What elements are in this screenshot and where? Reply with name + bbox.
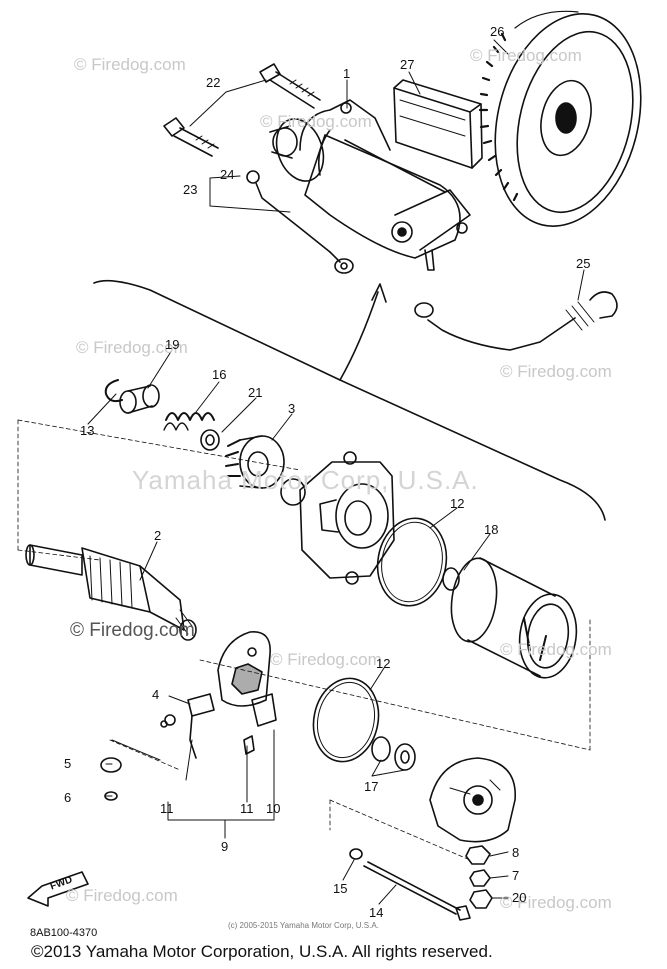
- rear-cover: [429, 757, 516, 843]
- starter-cable: [414, 291, 618, 351]
- leader-lines: [87, 39, 585, 905]
- thrust-washer: [280, 478, 306, 506]
- watermark-site: © Firedog.com: [500, 893, 612, 912]
- o-ring-rear: [312, 677, 380, 763]
- bushing: [119, 384, 160, 414]
- brush-holder-positive: [185, 693, 215, 781]
- watermark-site: © Firedog.com: [66, 886, 178, 905]
- part-code: 8AB100-4370: [30, 927, 98, 939]
- callout-4: 4: [152, 687, 160, 702]
- callout-8: 8: [512, 845, 520, 860]
- forward-direction-badge: [27, 871, 89, 907]
- callout-23: 23: [183, 182, 198, 197]
- watermark-site: © Firedog.com: [500, 362, 612, 381]
- washer-17b-inner: [400, 750, 410, 764]
- watermark-site: © Firedog.com: [76, 338, 188, 357]
- callout-5: 5: [64, 756, 72, 771]
- callout-27: 27: [400, 57, 415, 72]
- callout-15: 15: [333, 881, 348, 896]
- washer: [200, 429, 220, 451]
- callout-1: 1: [343, 66, 351, 81]
- flywheel-ring-gear: [478, 10, 642, 227]
- callout-11: 11: [240, 801, 254, 816]
- callout-9: 9: [221, 839, 229, 854]
- callout-11: 11: [160, 801, 174, 816]
- starter-motor-assembly: [269, 99, 471, 271]
- spring: [163, 412, 215, 431]
- brush-holder-negative: [243, 693, 277, 755]
- screw-and-nut: [100, 714, 176, 801]
- callout-19: 19: [165, 337, 180, 352]
- small-o-ring: [349, 848, 363, 860]
- callout-25: 25: [576, 256, 591, 271]
- o-ring-front: [376, 517, 448, 607]
- exploded-guide-lines: [17, 419, 591, 861]
- starter-pinion-block: [393, 79, 483, 169]
- callout-2: 2: [154, 528, 162, 543]
- footer-copyright: ©2013 Yamaha Motor Corporation, U.S.A. A…: [31, 942, 493, 961]
- callout-16: 16: [212, 367, 227, 382]
- watermark-corp: Yamaha Motor Corp, U.S.A.: [132, 465, 479, 495]
- callout-3: 3: [288, 401, 296, 416]
- watermark-site-dark: © Firedog.com: [70, 620, 195, 641]
- assembly-bracket-arrow: [93, 279, 606, 521]
- bolts: [163, 63, 321, 157]
- shim: [442, 567, 460, 591]
- callout-17: 17: [364, 779, 379, 794]
- yoke-housing: [450, 557, 578, 679]
- watermark-site: © Firedog.com: [470, 46, 582, 65]
- through-bolt: [363, 861, 471, 921]
- callout-12: 12: [376, 656, 391, 671]
- callout-24: 24: [220, 167, 235, 182]
- callout-20: 20: [512, 890, 527, 905]
- callout-22: 22: [206, 75, 221, 90]
- nut-20: [469, 889, 493, 909]
- nut-8: [465, 845, 491, 865]
- callout-6: 6: [64, 790, 72, 805]
- callout-13: 13: [80, 423, 95, 438]
- clutch-pinion: [225, 435, 285, 489]
- o-ring-rear-inner: [316, 681, 376, 759]
- o-ring-front-inner: [381, 521, 443, 603]
- armature: [25, 544, 197, 641]
- callout-7: 7: [512, 868, 520, 883]
- small-copyright: (c) 2005-2015 Yamaha Motor Corp, U.S.A.: [228, 921, 379, 930]
- watermark-site: © Firedog.com: [270, 650, 382, 669]
- callout-26: 26: [490, 24, 505, 39]
- ground-lead: [246, 170, 354, 274]
- nut-7: [469, 869, 491, 887]
- brush-plate: [217, 631, 271, 707]
- watermark-site: © Firedog.com: [500, 640, 612, 659]
- watermark-site: © Firedog.com: [260, 112, 372, 131]
- watermark-site: © Firedog.com: [74, 55, 186, 74]
- washer-17a: [371, 736, 391, 762]
- front-cover-bracket: [299, 451, 395, 585]
- callout-14: 14: [369, 905, 384, 920]
- callout-21: 21: [248, 385, 263, 400]
- circlip: [104, 379, 123, 403]
- washer-17b: [394, 743, 416, 771]
- callout-18: 18: [484, 522, 499, 537]
- callout-12: 12: [450, 496, 465, 511]
- callout-10: 10: [266, 801, 281, 816]
